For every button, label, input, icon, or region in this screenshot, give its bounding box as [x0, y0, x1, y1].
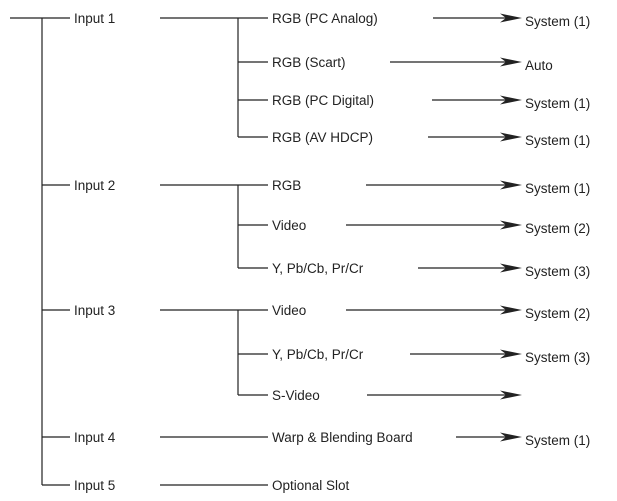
- signal-label: Y, Pb/Cb, Pr/Cr: [272, 261, 364, 276]
- signal-label: Optional Slot: [272, 478, 350, 493]
- arrow-head-icon: [500, 220, 522, 230]
- arrow-head-icon: [500, 305, 522, 315]
- signal-label: Warp & Blending Board: [272, 430, 413, 445]
- signal-label: Y, Pb/Cb, Pr/Cr: [272, 347, 364, 362]
- input-label: Input 2: [74, 178, 115, 193]
- arrow-head-icon: [500, 57, 522, 67]
- arrow-head-icon: [500, 349, 522, 359]
- node-labels: Input 1 RGB (PC Analog) System (1) RGB (Sca…: [74, 11, 590, 493]
- signal-label: S-Video: [272, 388, 320, 403]
- system-target-label: System (3): [525, 350, 590, 365]
- signal-label: RGB (PC Digital): [272, 93, 374, 108]
- signal-label: RGB (Scart): [272, 55, 346, 70]
- arrow-head-icon: [500, 432, 522, 442]
- signal-label: RGB (PC Analog): [272, 11, 378, 26]
- connector-lines: [10, 13, 522, 486]
- signal-label: RGB (AV HDCP): [272, 130, 373, 145]
- arrow-head-icon: [500, 13, 522, 23]
- arrow-head-icon: [500, 95, 522, 105]
- system-target-label: System (1): [525, 96, 590, 111]
- system-target-label: System (1): [525, 14, 590, 29]
- input-label: Input 4: [74, 430, 116, 445]
- system-target-label: System (1): [525, 181, 590, 196]
- arrow-head-icon: [500, 132, 522, 142]
- system-target-label: Auto: [525, 58, 553, 73]
- arrow-head-icon: [500, 390, 522, 400]
- arrow-head-icon: [500, 180, 522, 190]
- input-label: Input 5: [74, 478, 115, 493]
- system-target-label: System (1): [525, 133, 590, 148]
- system-target-label: System (1): [525, 433, 590, 448]
- system-target-label: System (2): [525, 221, 590, 236]
- signal-label: Video: [272, 218, 306, 233]
- system-target-label: System (2): [525, 306, 590, 321]
- system-target-label: System (3): [525, 264, 590, 279]
- signal-label: RGB: [272, 178, 301, 193]
- signal-label: Video: [272, 303, 306, 318]
- arrow-head-icon: [500, 263, 522, 273]
- input-label: Input 1: [74, 11, 115, 26]
- input-label: Input 3: [74, 303, 115, 318]
